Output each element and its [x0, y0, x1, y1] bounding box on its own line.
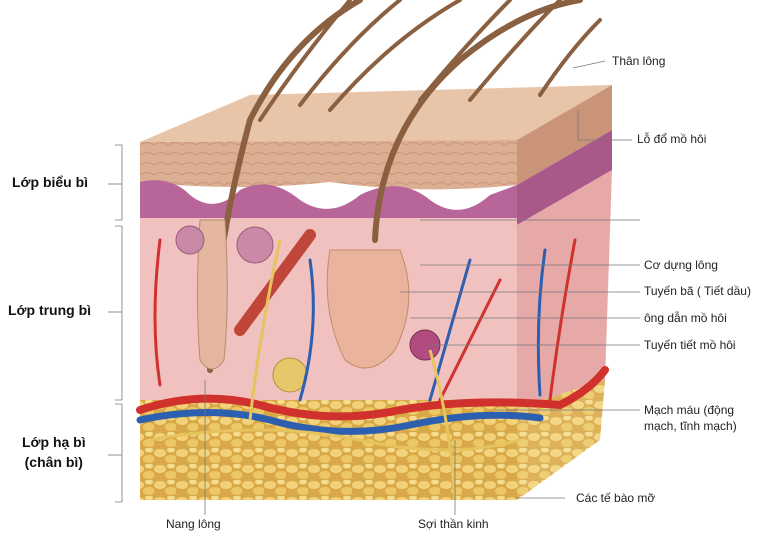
basal-layer	[140, 180, 517, 225]
nerve-fibers	[149, 239, 521, 501]
side-basal	[517, 130, 612, 225]
label-hypodermis-line2: (chân bì)	[24, 454, 83, 470]
label-blood-vessels-line1: Mạch máu (động	[644, 403, 735, 417]
label-dermis: Lớp trung bì	[8, 302, 92, 318]
label-nerve-fiber: Sợi thần kinh	[418, 517, 489, 531]
epidermis-front	[140, 140, 517, 190]
sebaceous-glands	[175, 225, 410, 369]
side-epidermis	[517, 85, 612, 185]
label-sweat-duct: ông dẫn mồ hôi	[644, 311, 727, 325]
label-arrector-pili: Cơ dựng lông	[644, 258, 718, 272]
hair-follicle	[197, 219, 228, 370]
label-sebaceous-gland: Tuyến bã ( Tiết dầu)	[644, 284, 751, 298]
nerve-ending	[272, 357, 308, 393]
label-blood-vessels-line2: mạch, tĩnh mạch)	[644, 419, 737, 433]
side-dermis	[517, 170, 612, 408]
label-blood-vessels: Mạch máu (động mạch, tĩnh mạch)	[644, 402, 737, 434]
label-hypodermis-line1: Lớp hạ bì	[22, 434, 86, 450]
label-sweat-gland: Tuyến tiết mồ hôi	[644, 338, 736, 352]
label-hair-shaft: Thân lông	[612, 54, 666, 68]
label-epidermis: Lớp biểu bì	[12, 174, 89, 190]
label-sweat-pore: Lỗ đổ mồ hôi	[637, 132, 707, 146]
blood-vessels	[136, 229, 609, 435]
label-hair-follicle: Nang lông	[166, 517, 221, 531]
label-hypodermis: Lớp hạ bì (chân bì)	[22, 432, 86, 472]
leader-lines	[108, 60, 640, 515]
hair-shafts	[207, 0, 602, 373]
label-fat-cells: Các tế bào mỡ	[576, 491, 656, 505]
